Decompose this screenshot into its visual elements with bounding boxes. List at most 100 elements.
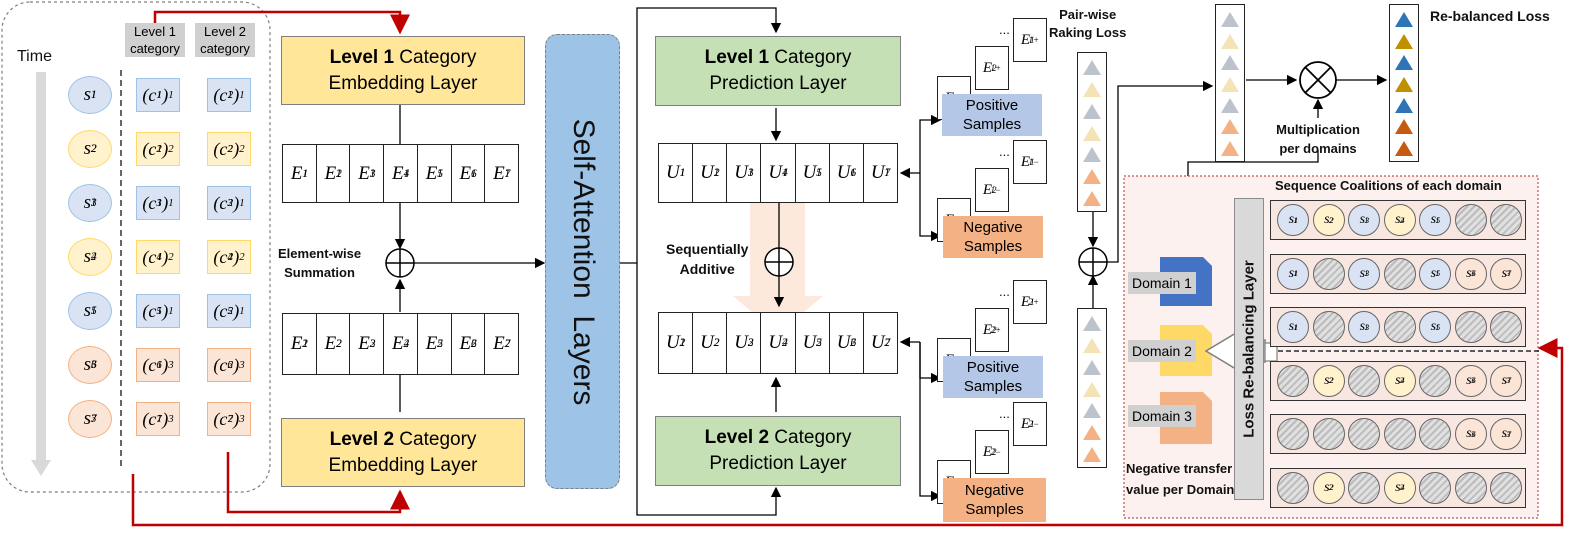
triangle-mark <box>1395 55 1413 71</box>
triangle-mark <box>1221 97 1239 113</box>
ellipsis-mark: ... <box>999 406 1010 421</box>
rebalanced-loss-column <box>1389 4 1419 162</box>
coalition-session <box>1454 471 1487 504</box>
time-label: Time <box>17 48 52 65</box>
triangle-mark <box>1083 147 1101 163</box>
level2-header: Level 2 category <box>195 23 255 57</box>
triangle-mark <box>1083 446 1101 462</box>
ellipsis-mark: ... <box>999 144 1010 159</box>
coalition-session <box>1419 364 1451 397</box>
summed-loss-column <box>1215 4 1245 162</box>
triangle-mark <box>1083 403 1101 419</box>
rebalanced-loss-label: Re-balanced Loss <box>1430 8 1550 24</box>
coalition-session <box>1419 418 1451 450</box>
loss-rebalancing-label: Loss Re-balancing Layer <box>1240 260 1258 438</box>
coalition-session <box>1348 364 1380 397</box>
coalition-session <box>1277 471 1309 504</box>
coalition-session <box>1312 257 1345 290</box>
triangle-mark <box>1395 140 1413 156</box>
triangle-mark <box>1083 190 1101 206</box>
coalition-session <box>1419 471 1451 504</box>
coalition-session <box>1454 204 1487 236</box>
coalition-session <box>1383 257 1416 290</box>
coalition-session <box>1490 311 1522 343</box>
ellipsis-mark: ... <box>999 284 1010 299</box>
coalition-session <box>1490 204 1522 236</box>
level1-embedding-layer: Level 1 Category Embedding Layer <box>281 36 525 105</box>
triangle-mark <box>1083 60 1101 76</box>
coalition-session <box>1383 311 1416 343</box>
triangle-mark <box>1395 97 1413 113</box>
coalition-session <box>1277 418 1309 450</box>
triangle-mark <box>1395 12 1413 28</box>
triangle-mark <box>1395 76 1413 92</box>
coalition-session <box>1490 471 1522 504</box>
level1-prediction-layer: Level 1 Category Prediction Layer <box>655 36 901 106</box>
coalition-session <box>1312 311 1345 343</box>
triangle-mark <box>1083 359 1101 375</box>
self-attention-layers: Self-Attention Layers <box>545 34 620 489</box>
pairwise-loss-column-2 <box>1077 308 1107 468</box>
triangle-mark <box>1221 140 1239 156</box>
triangle-mark <box>1083 125 1101 141</box>
self-attention-label: Self-Attention Layers <box>566 118 600 405</box>
coalition-session <box>1348 471 1380 504</box>
coalition-session <box>1383 418 1416 450</box>
triangle-mark <box>1395 33 1413 49</box>
